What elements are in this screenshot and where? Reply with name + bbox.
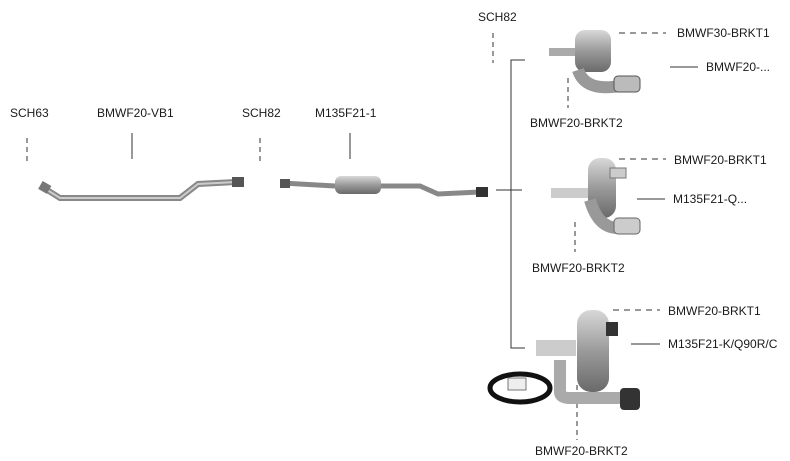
bracket-connector [496,59,525,349]
cable-harness [487,371,553,405]
label-r2-muffler: M135F21-Q... [673,192,748,206]
label-r1-brkt1: BMWF30-BRKT1 [677,26,770,40]
label-r3-brkt2: BMWF20-BRKT2 [535,444,628,458]
label-sch63: SCH63 [10,106,49,120]
label-r2-brkt1: BMWF20-BRKT1 [674,153,767,167]
rear-muffler-1 [549,30,641,94]
label-sch82-b: SCH82 [478,10,517,24]
rear-muffler-3 [487,310,640,410]
label-r2-brkt2: BMWF20-BRKT2 [532,261,625,275]
label-sch82-a: SCH82 [242,106,281,120]
label-r1-muffler: BMWF20-... [706,60,771,74]
label-mid: M135F21-1 [315,106,377,120]
label-r1-brkt2: BMWF20-BRKT2 [530,116,623,130]
rear-muffler-2 [551,158,641,235]
label-r3-brkt1: BMWF20-BRKT1 [668,304,761,318]
middle-pipe-part [280,176,488,197]
label-vb1: BMWF20-VB1 [97,106,174,120]
front-pipe-part [38,177,244,201]
label-r3-muffler: M135F21-K/Q90R/C [668,337,778,351]
